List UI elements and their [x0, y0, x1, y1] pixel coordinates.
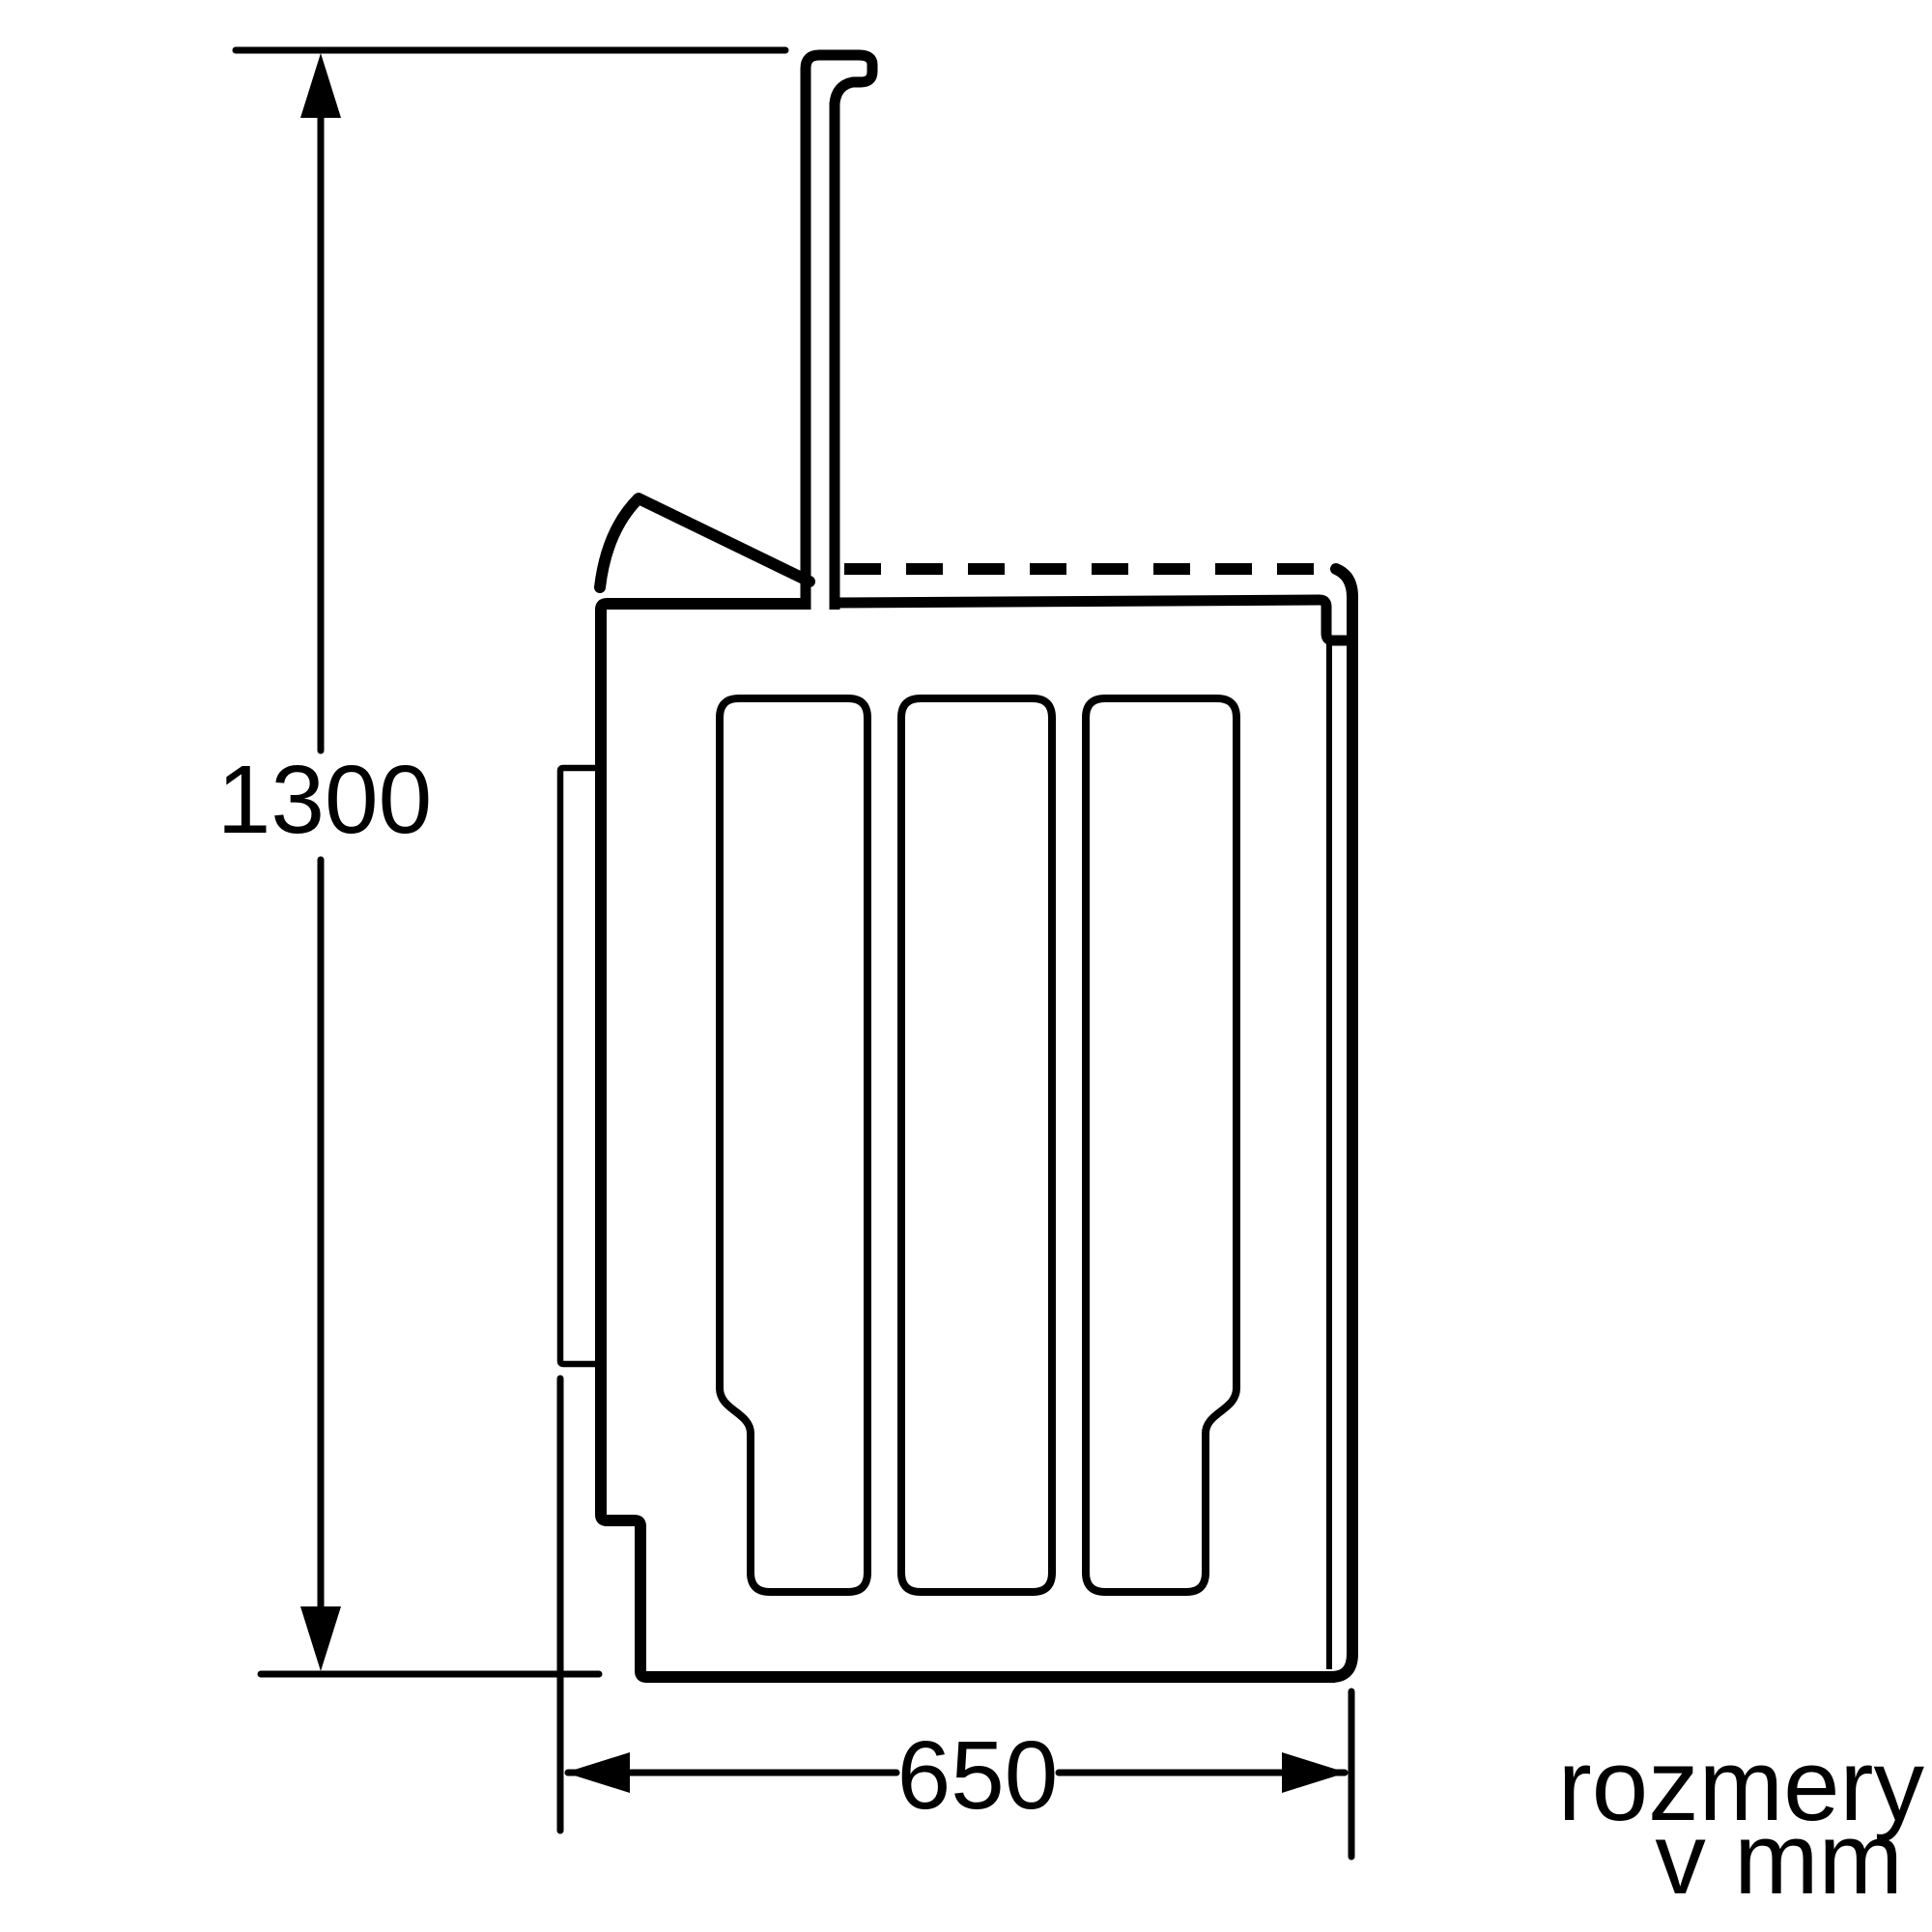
open-lid — [800, 49, 878, 610]
left-control-panel — [556, 764, 601, 1368]
machine-body-outline — [595, 598, 1335, 1683]
units-note-line2: v mm — [1655, 1803, 1903, 1916]
washing-machine-side-view — [556, 49, 1358, 1683]
arrow-down-icon — [300, 1606, 341, 1671]
lid-hinge-wedge — [594, 493, 815, 593]
height-dimension-label: 1300 — [217, 746, 432, 854]
side-panel-slot-1 — [716, 695, 871, 1596]
depth-dimension-label: 650 — [897, 1721, 1059, 1830]
dimension-depth: 650 — [556, 1375, 1355, 1861]
units-note: rozmery v mm — [1558, 1729, 1925, 1916]
machine-top-edge — [832, 594, 1349, 646]
arrow-left-icon — [565, 1752, 630, 1793]
arrow-up-icon — [300, 53, 341, 118]
side-panel-slot-2 — [897, 695, 1056, 1596]
arrow-right-icon — [1282, 1752, 1347, 1793]
dimension-height: 1300 — [217, 46, 789, 1678]
side-panel-slot-3 — [1082, 695, 1240, 1596]
rear-panel-outer-edge — [1325, 563, 1358, 1683]
units-note-line1: rozmery — [1558, 1729, 1925, 1842]
